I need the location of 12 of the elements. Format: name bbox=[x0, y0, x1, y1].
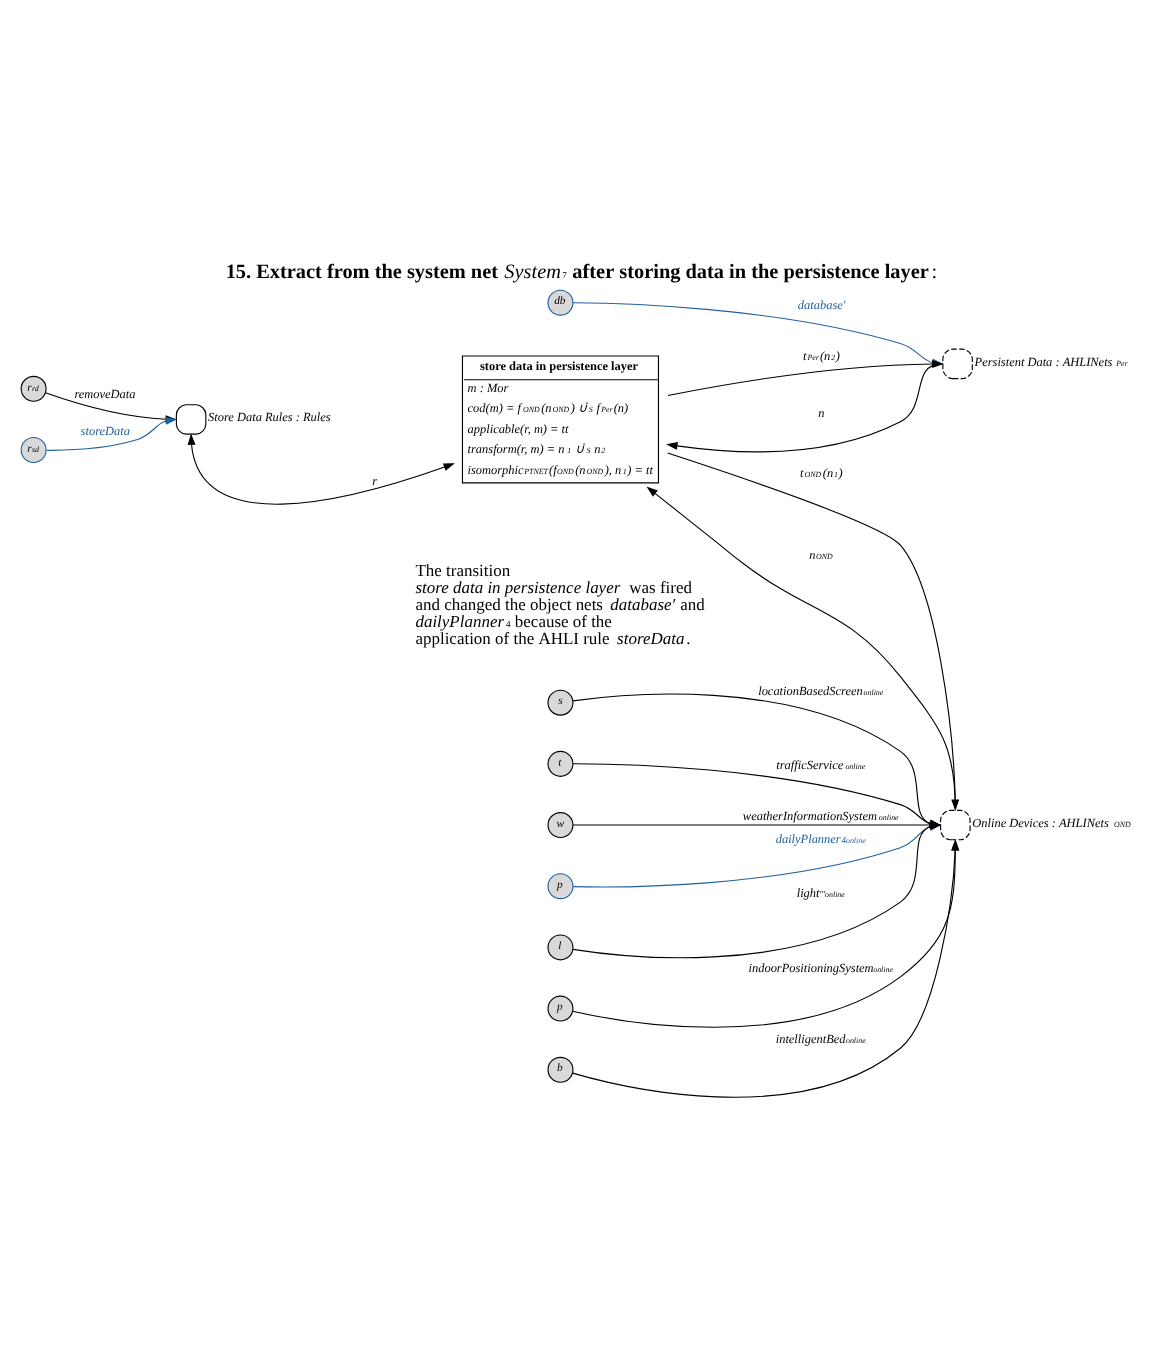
arrow bbox=[572, 821, 942, 887]
arrow bbox=[572, 838, 960, 1097]
arrow bbox=[572, 821, 942, 958]
arrow bbox=[187, 432, 455, 504]
arrow bbox=[572, 820, 942, 828]
node-circle bbox=[942, 347, 973, 379]
arrow bbox=[572, 838, 960, 1027]
arrow bbox=[572, 762, 942, 827]
node-circle bbox=[175, 403, 207, 434]
arrow bbox=[572, 692, 942, 827]
node-circle bbox=[940, 808, 971, 840]
arrow bbox=[667, 451, 960, 810]
